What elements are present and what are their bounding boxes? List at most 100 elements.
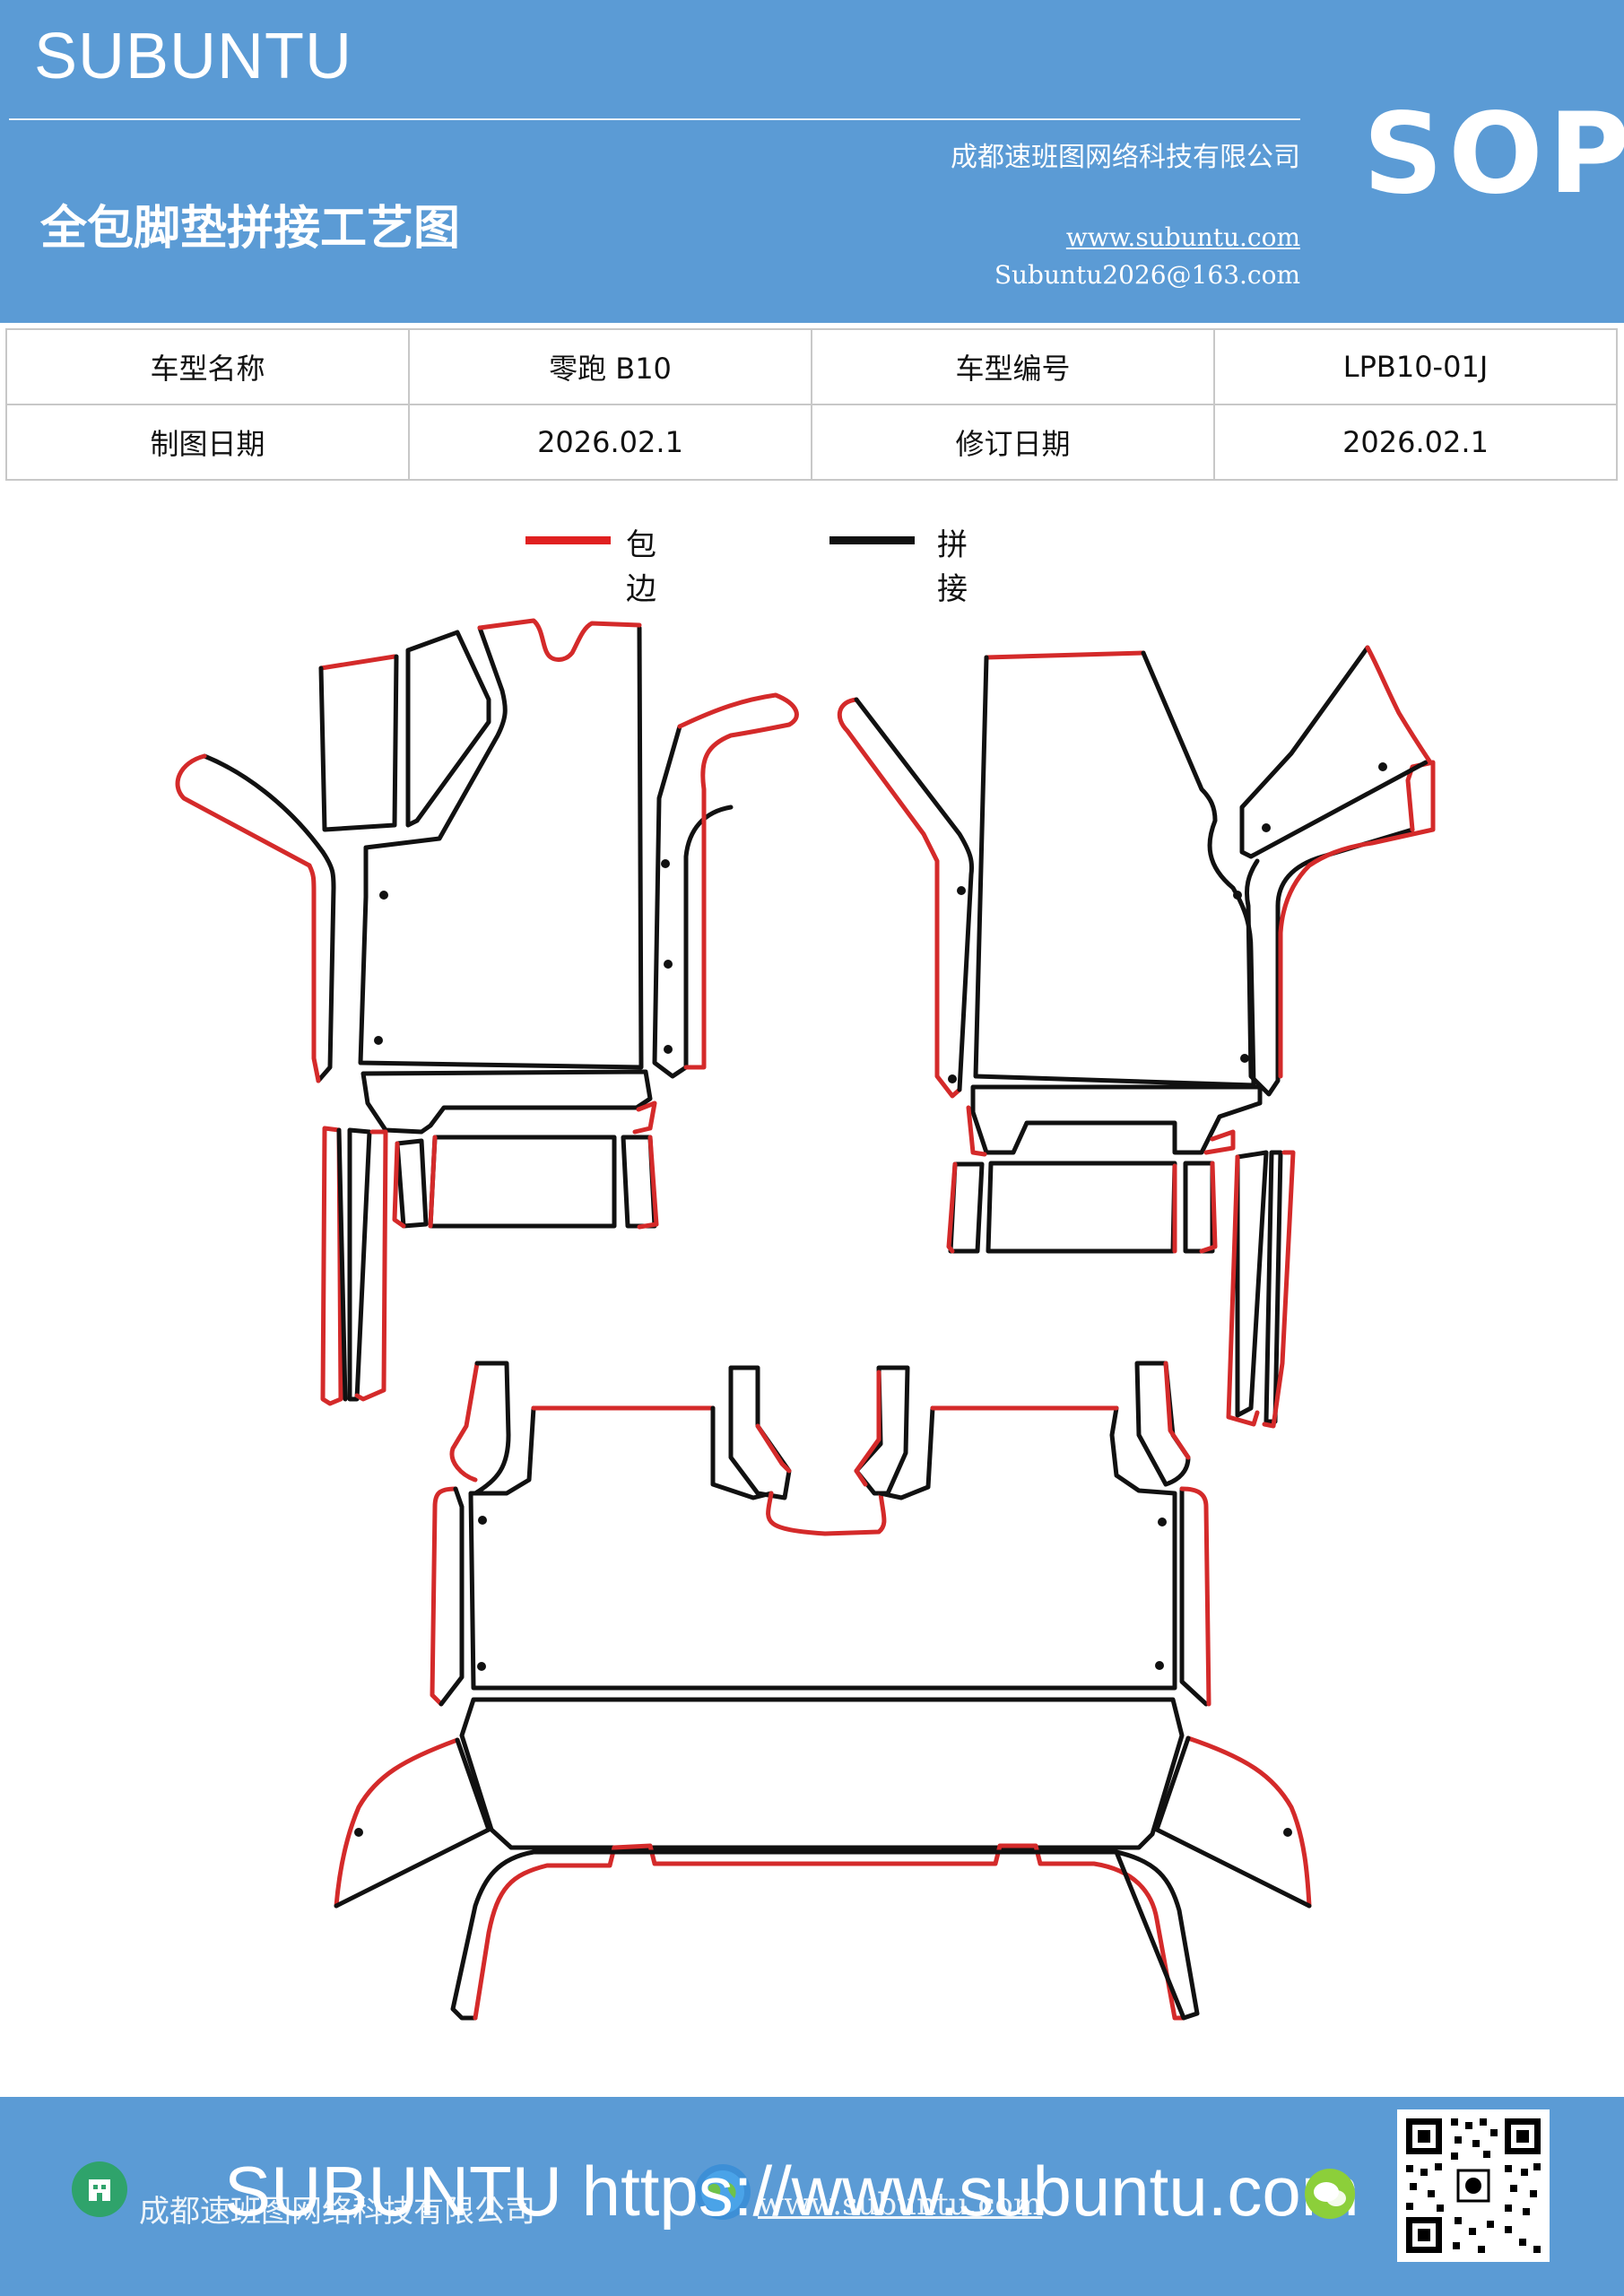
mat-piece bbox=[1235, 1150, 1269, 1418]
clip-hole bbox=[1155, 1661, 1164, 1670]
website-link[interactable]: www.subuntu.com bbox=[1065, 222, 1300, 252]
mat-piece bbox=[1154, 1735, 1312, 1909]
mat-piece bbox=[320, 1126, 343, 1406]
clip-hole bbox=[1283, 1828, 1292, 1837]
table-cell-value: 2026.02.1 bbox=[1213, 404, 1618, 481]
clip-hole bbox=[1240, 1054, 1249, 1063]
qr-code-icon bbox=[1397, 2109, 1550, 2262]
mat-piece bbox=[395, 1138, 429, 1229]
table-cell-value: 2026.02.1 bbox=[408, 404, 812, 481]
mat-piece bbox=[468, 1405, 1177, 1691]
mat-piece bbox=[1179, 1486, 1209, 1707]
clip-hole bbox=[1233, 891, 1242, 900]
mat-piece bbox=[477, 618, 642, 662]
clip-hole bbox=[354, 1828, 363, 1837]
mat-piece bbox=[439, 1486, 465, 1707]
mat-piece bbox=[854, 697, 975, 1092]
table-cell-label: 修订日期 bbox=[811, 404, 1215, 481]
brand-name: SUBUNTU bbox=[34, 21, 353, 92]
globe-glyph bbox=[701, 2170, 744, 2213]
mat-piece bbox=[837, 697, 962, 1099]
footer-website-link[interactable]: www.subuntu.com bbox=[758, 2187, 1043, 2222]
mat-piece bbox=[318, 654, 397, 671]
mat-piece bbox=[652, 724, 734, 1079]
mat-piece bbox=[970, 1084, 1263, 1155]
joint-line-swatch bbox=[829, 536, 915, 544]
mat-piece bbox=[428, 1135, 438, 1229]
mat-piece bbox=[473, 1361, 511, 1496]
clip-hole bbox=[478, 1516, 487, 1525]
mat-piece bbox=[986, 1161, 1177, 1254]
table-row: 车型名称 零跑 B10 车型编号 LPB10-01J bbox=[5, 328, 1618, 405]
mat-piece bbox=[336, 1127, 348, 1402]
mat-piece bbox=[450, 1849, 536, 2021]
email-address: Subuntu2026@163.com bbox=[994, 260, 1300, 290]
clip-hole bbox=[379, 891, 388, 900]
mat-piece bbox=[984, 650, 1146, 660]
legend-edge-label: 包边 bbox=[626, 527, 656, 607]
mat-piece bbox=[202, 753, 326, 855]
globe-icon bbox=[695, 2164, 751, 2220]
mat-piece bbox=[755, 1423, 792, 1474]
table-cell-value: 零跑 B10 bbox=[408, 328, 812, 405]
mat-piece bbox=[677, 692, 799, 1070]
clip-hole bbox=[957, 886, 966, 895]
table-cell-label: 车型名称 bbox=[5, 328, 410, 405]
mat-piece bbox=[1262, 1150, 1296, 1429]
mat-piece bbox=[334, 1737, 460, 1909]
mat-piece bbox=[1226, 1154, 1260, 1427]
clip-hole bbox=[1378, 762, 1387, 771]
company-name: 成都速班图网络科技有限公司 bbox=[951, 142, 1300, 173]
mat-piece bbox=[428, 1135, 617, 1229]
mat-piece bbox=[1179, 1486, 1211, 1707]
clip-hole bbox=[477, 1662, 486, 1671]
clip-hole bbox=[661, 859, 670, 868]
chat-glyph bbox=[1314, 2182, 1346, 2206]
clip-hole bbox=[374, 1036, 383, 1045]
legend-joint-label: 拼接 bbox=[937, 527, 968, 607]
mat-piece bbox=[710, 1405, 774, 1500]
mat-piece bbox=[1199, 1161, 1218, 1254]
mat-piece bbox=[405, 630, 491, 828]
mat-piece bbox=[766, 1491, 887, 1536]
clip-hole bbox=[1262, 823, 1271, 832]
edge-line-swatch bbox=[525, 536, 611, 544]
mat-piece bbox=[1239, 645, 1429, 859]
mat-piece bbox=[1365, 645, 1433, 765]
table-cell-label: 制图日期 bbox=[5, 404, 410, 481]
front-right-mat-group bbox=[837, 645, 1436, 1429]
sop-badge: SOP bbox=[1363, 90, 1624, 219]
clip-hole bbox=[664, 960, 673, 969]
building-glyph bbox=[89, 2179, 110, 2201]
watermark-overlay-text: SUBUNTU https://www.subuntu.com bbox=[224, 2152, 1359, 2231]
company-building-icon bbox=[72, 2161, 127, 2217]
mat-piece bbox=[354, 1129, 388, 1402]
footer-company-name: 成都速班图网络科技有限公司 bbox=[139, 2194, 535, 2230]
document-title: 全包脚垫拼接工艺图 bbox=[40, 201, 461, 256]
mat-piece bbox=[392, 1141, 406, 1229]
mat-piece bbox=[307, 863, 321, 1083]
mat-piece bbox=[1185, 1735, 1312, 1909]
mat-piece bbox=[966, 1105, 987, 1157]
clip-hole bbox=[1158, 1518, 1167, 1526]
mat-piece bbox=[1114, 1849, 1200, 2021]
mat-piece bbox=[360, 1069, 653, 1135]
mat-piece bbox=[1244, 827, 1415, 1097]
mat-piece bbox=[973, 650, 1256, 1088]
mat-piece bbox=[854, 1365, 910, 1496]
mat-piece bbox=[637, 1135, 659, 1230]
wechat-icon bbox=[1305, 2169, 1355, 2219]
mat-piece bbox=[316, 849, 336, 1083]
vehicle-info-table: 车型名称 零跑 B10 车型编号 LPB10-01J 制图日期 2026.02.… bbox=[5, 328, 1618, 481]
mat-piece bbox=[318, 654, 399, 832]
clip-hole bbox=[948, 1074, 957, 1083]
header-banner: SUBUNTU 成都速班图网络科技有限公司 全包脚垫拼接工艺图 www.subu… bbox=[0, 0, 1624, 323]
clip-hole bbox=[664, 1045, 673, 1054]
header-divider bbox=[9, 118, 1300, 120]
mat-piece bbox=[334, 1737, 491, 1909]
mat-piece bbox=[946, 1161, 958, 1254]
rear-mat-group bbox=[334, 1361, 1312, 2021]
footer-banner: 成都速班图网络科技有限公司 www.subuntu.com SUBUNTU ht… bbox=[0, 2097, 1624, 2296]
mat-piece bbox=[854, 1370, 881, 1487]
mat-piece bbox=[449, 1361, 480, 1483]
